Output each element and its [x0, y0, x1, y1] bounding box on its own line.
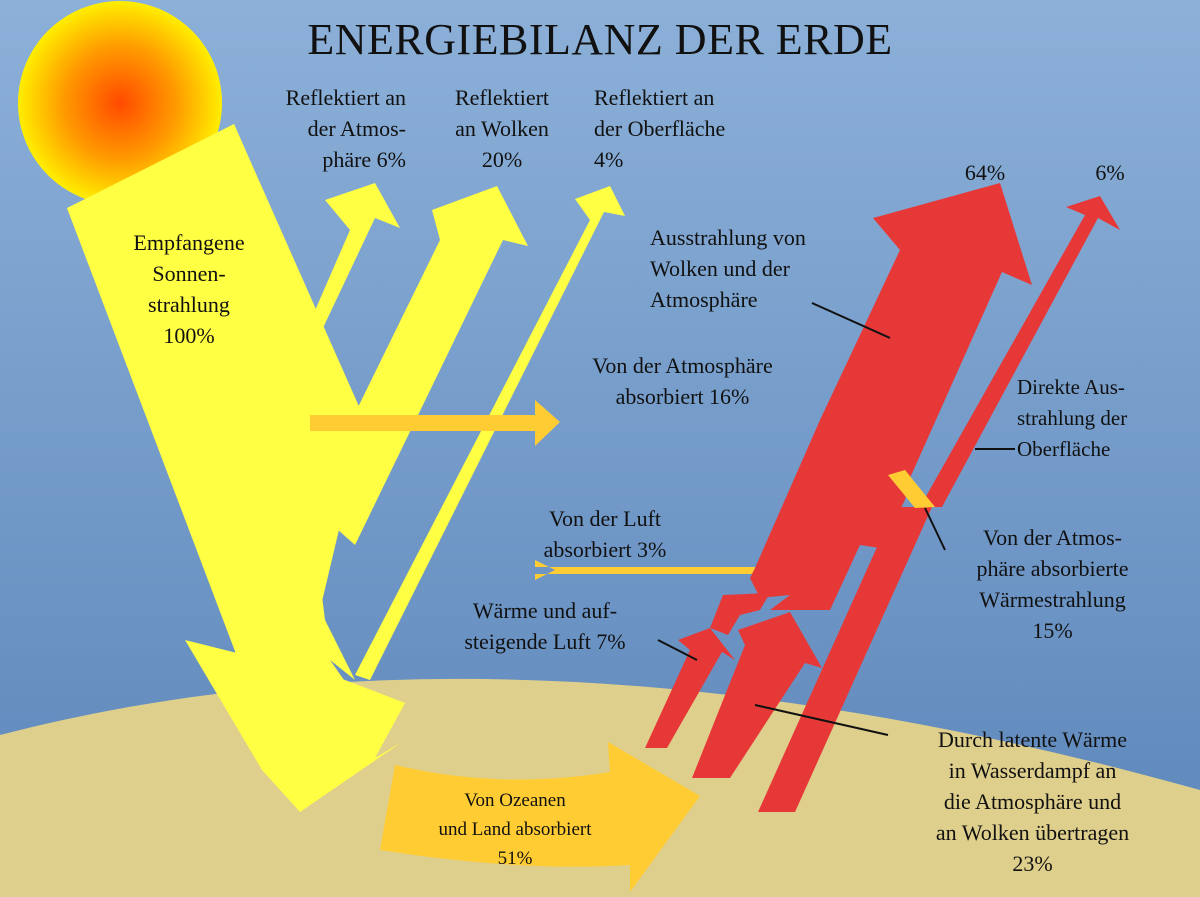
label-atmosphere-absorbed-heat: Von der Atmos- phäre absorbierte Wärmest…: [976, 525, 1129, 643]
heat-rising-air-arrow: [645, 628, 735, 748]
leader-line-latent: [754, 704, 889, 736]
label-latent-heat: Durch latente Wärme in Wasserdampf an di…: [935, 727, 1130, 876]
label-absorbed-surface: Von Ozeanen und Land absorbiert 51%: [438, 790, 592, 869]
leader-line-rising-air: [657, 639, 698, 661]
reflected-surface-arrow: [355, 186, 625, 680]
label-emission-clouds-atmosphere: Ausstrahlung von Wolken und der Atmosphä…: [650, 225, 806, 312]
label-incoming-radiation: Empfangene Sonnen- strahlung 100%: [133, 230, 245, 348]
latent-heat-connector: [710, 593, 770, 635]
label-absorbed-atmosphere: Von der Atmosphäre absorbiert 16%: [592, 353, 773, 409]
latent-heat-band: [692, 612, 822, 778]
emission-clouds-atmosphere-arrow: [750, 183, 1032, 610]
label-outgoing-64: 64%: [964, 160, 1006, 185]
surface-emission-band: [758, 507, 932, 812]
sun-icon: [18, 1, 222, 205]
label-reflected-atmosphere: Reflektiert an der Atmos- phäre 6%: [285, 85, 406, 172]
absorbed-surface-arrow: [380, 742, 700, 892]
incoming-band-fill: [67, 124, 330, 770]
absorbed-air-arrow: [328, 560, 755, 580]
direct-emission-arrow: [920, 196, 1120, 507]
absorbed-atmosphere-arrow: [310, 400, 820, 446]
label-reflected-surface: Reflektiert an der Oberfläche 4%: [594, 85, 726, 172]
reflected-clouds-arrow: [310, 186, 528, 545]
reflected-atmosphere-arrow: [300, 183, 400, 345]
label-reflected-clouds: Reflektiert an Wolken 20%: [454, 85, 550, 172]
leader-line-absorbed-heat: [924, 507, 946, 551]
label-direct-emission: Direkte Aus- strahlung der Oberfläche: [1017, 375, 1128, 461]
label-absorbed-air: Von der Luft absorbiert 3%: [543, 506, 667, 562]
diagram-title: ENERGIEBILANZ DER ERDE: [307, 15, 893, 64]
label-heat-rising-air: Wärme und auf- steigende Luft 7%: [464, 598, 626, 654]
atmosphere-absorbed-heat-connector: [888, 470, 935, 508]
label-outgoing-6: 6%: [1095, 160, 1125, 185]
leader-line-emission: [811, 302, 891, 339]
